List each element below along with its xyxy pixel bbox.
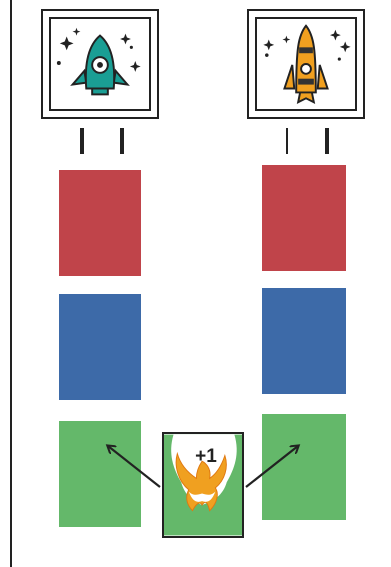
tick-right-1 [286, 128, 288, 154]
right-red-slot[interactable] [262, 165, 346, 271]
rocket-card-left[interactable] [41, 9, 159, 119]
board-divider [10, 0, 12, 567]
flame-icon [164, 434, 242, 536]
left-red-slot[interactable] [59, 170, 141, 276]
left-blue-slot[interactable] [59, 294, 141, 400]
orange-rocket-icon [263, 24, 351, 104]
tick-left-1 [80, 128, 84, 154]
plus-one-token[interactable]: +1 [162, 432, 244, 538]
right-green-slot[interactable] [262, 414, 346, 520]
token-label: +1 [195, 446, 217, 467]
rocket-card-left-frame [49, 17, 151, 111]
right-blue-slot[interactable] [262, 288, 346, 394]
tick-left-2 [120, 128, 124, 154]
teal-rocket-icon [56, 27, 141, 96]
left-green-slot[interactable] [59, 421, 141, 527]
rocket-card-right[interactable] [247, 9, 365, 119]
rocket-card-right-frame [255, 17, 357, 111]
tick-right-2 [325, 128, 329, 154]
